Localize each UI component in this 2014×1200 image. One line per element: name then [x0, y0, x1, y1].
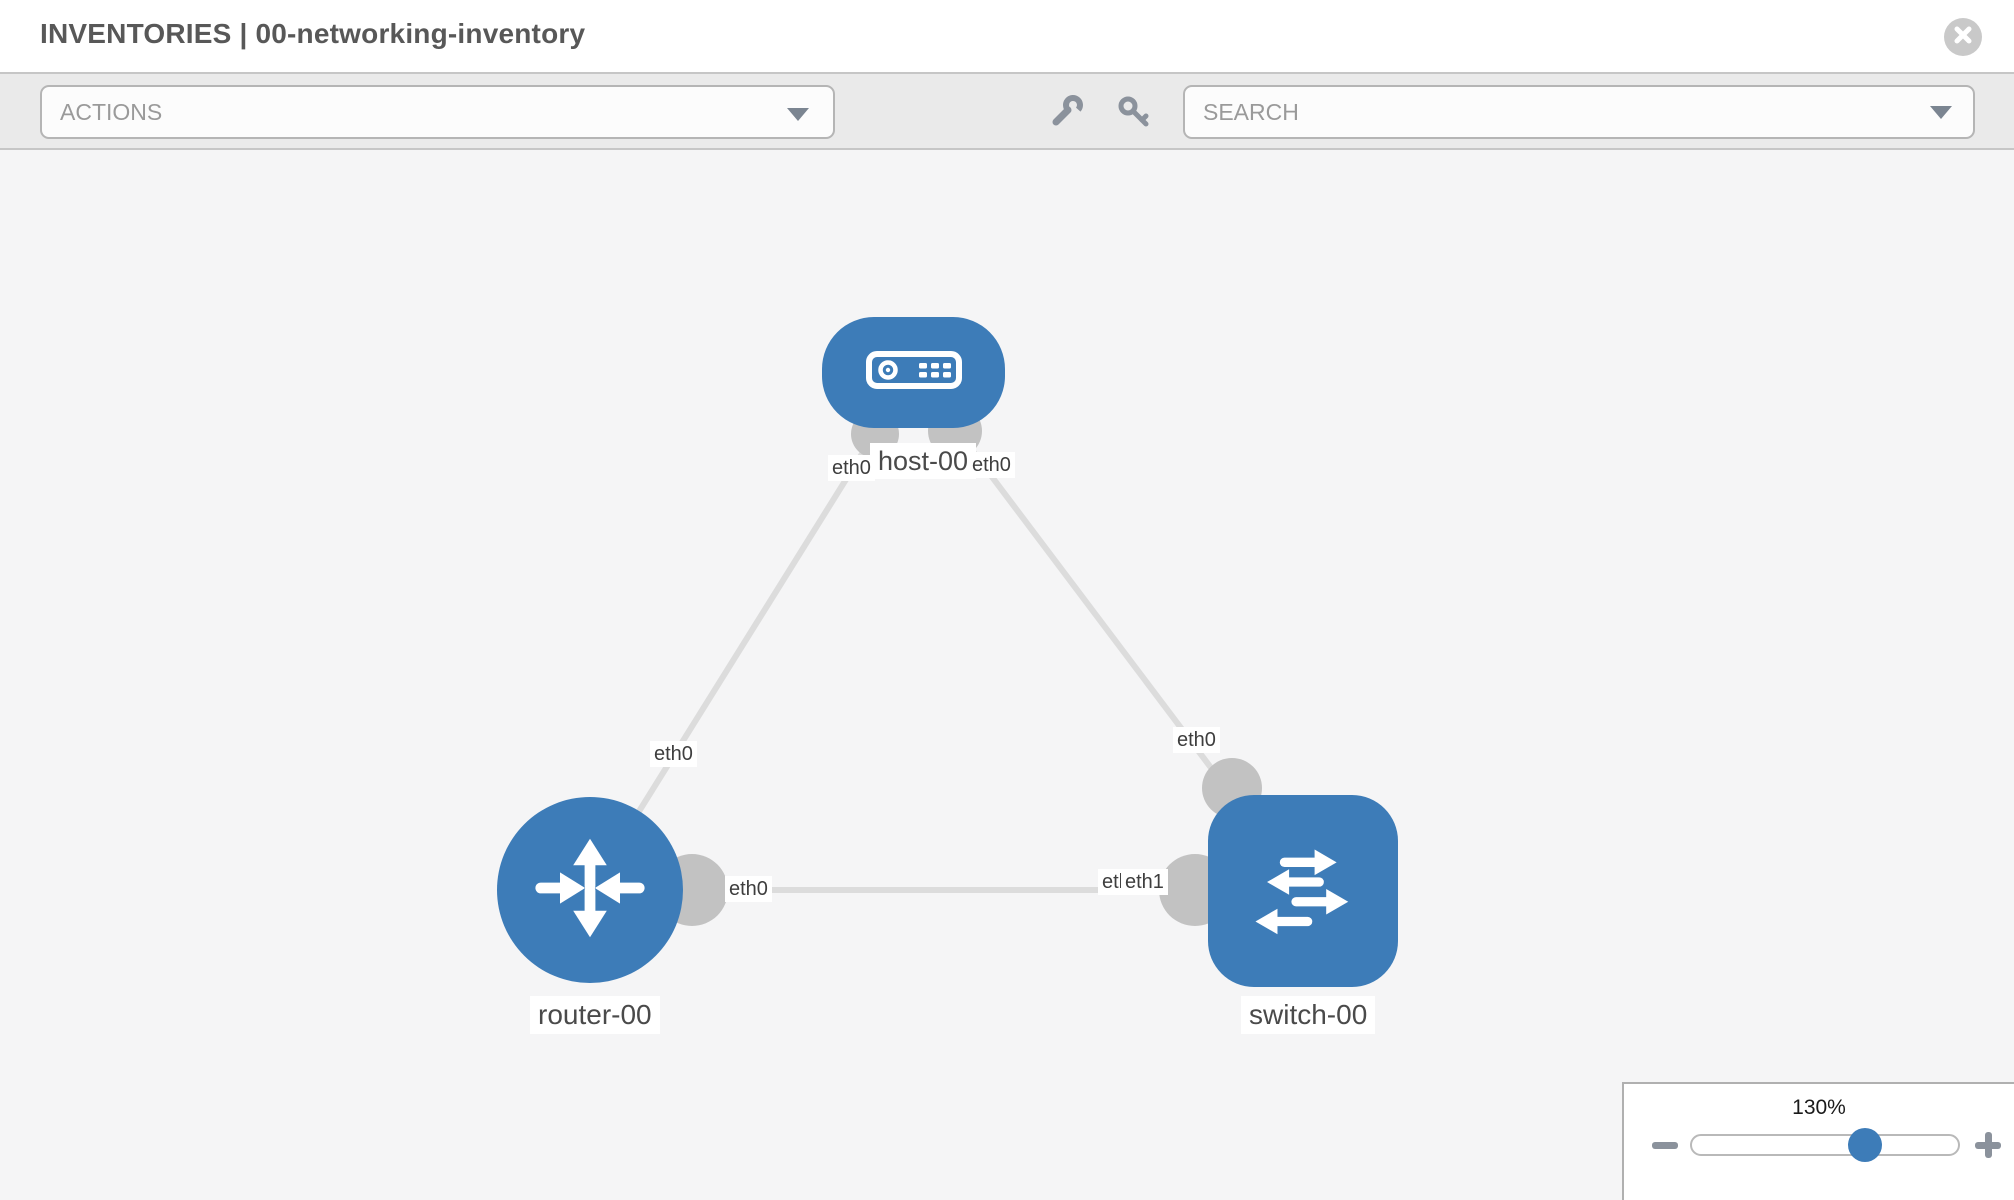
node-router[interactable]: [497, 797, 683, 983]
node-label-host: host-00: [870, 443, 977, 480]
minus-icon: [1652, 1141, 1678, 1149]
iface-label-router-right: eth0: [725, 876, 772, 902]
iface-label-switch-left-front: eth1: [1121, 869, 1168, 895]
node-switch[interactable]: [1208, 795, 1398, 987]
plus-icon: [1975, 1132, 2001, 1158]
search-chevron-down-icon: [1930, 106, 1952, 119]
chevron-down-icon: [787, 108, 809, 121]
search-input[interactable]: [1183, 85, 1975, 139]
host-icon: [864, 345, 964, 400]
node-label-router: router-00: [530, 996, 660, 1034]
close-icon: [1953, 25, 1973, 50]
router-icon: [530, 828, 650, 953]
zoom-slider-thumb[interactable]: [1848, 1128, 1882, 1162]
actions-placeholder: ACTIONS: [60, 98, 163, 125]
node-label-switch: switch-00: [1241, 996, 1376, 1034]
key-icon[interactable]: [1115, 93, 1153, 131]
zoom-in-button[interactable]: [1973, 1130, 2003, 1160]
wrench-icon[interactable]: [1047, 93, 1085, 131]
actions-dropdown[interactable]: ACTIONS: [40, 85, 835, 139]
topology-links-layer: [587, 370, 1306, 926]
zoom-out-button[interactable]: [1650, 1130, 1680, 1160]
close-button[interactable]: [1944, 18, 1982, 56]
topology-canvas[interactable]: router-00 switch-00 host-00 eth0 eth0 et…: [0, 150, 2014, 1200]
iface-label-link-host-router: eth0: [650, 741, 697, 767]
iface-label-host-right: eth0: [968, 452, 1015, 478]
zoom-panel: 130%: [1622, 1082, 2014, 1200]
page-title: INVENTORIES | 00-networking-inventory: [40, 18, 586, 49]
node-host[interactable]: [822, 317, 1005, 428]
header: INVENTORIES | 00-networking-inventory: [0, 0, 2014, 72]
iface-label-host-left: eth0: [828, 455, 875, 481]
toolbar: ACTIONS: [0, 72, 2014, 150]
zoom-slider[interactable]: [1690, 1128, 1960, 1162]
switch-icon: [1245, 831, 1361, 952]
iface-label-link-host-switch: eth0: [1173, 727, 1220, 753]
zoom-level: 130%: [1792, 1096, 1846, 1119]
